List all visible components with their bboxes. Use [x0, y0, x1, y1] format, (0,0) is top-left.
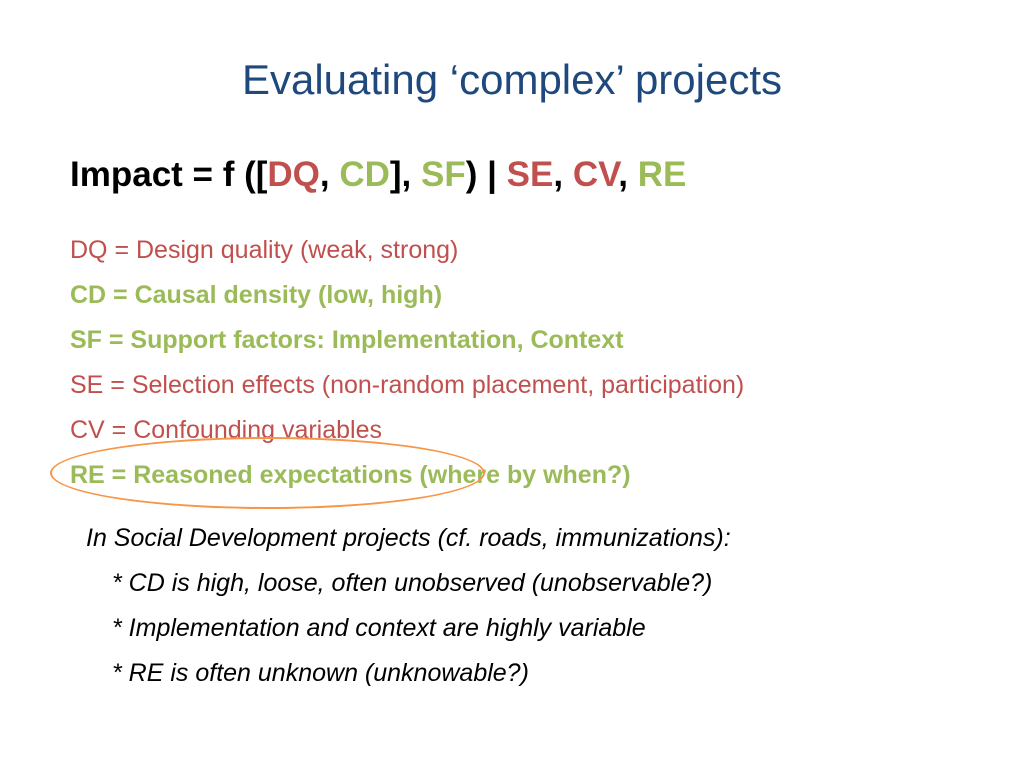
definition-cd: CD = Causal density (low, high) — [70, 281, 443, 309]
formula-cv: CV — [572, 155, 619, 194]
formula-sep: , — [618, 155, 638, 194]
definitions-list: DQ = Design quality (weak, strong) CD = … — [70, 228, 744, 498]
impact-formula: Impact = f ([DQ, CD], SF) | SE, CV, RE — [70, 152, 686, 198]
notes-item: * CD is high, loose, often unobserved (u… — [112, 569, 713, 597]
definition-sf: SF = Support factors: Implementation, Co… — [70, 326, 624, 354]
notes-item: * Implementation and context are highly … — [112, 614, 646, 642]
formula-sep: , — [553, 155, 573, 194]
formula-sf: SF — [421, 155, 466, 194]
definition-re: RE = Reasoned expectations (where by whe… — [70, 461, 631, 489]
formula-prefix: Impact = f ([ — [70, 155, 268, 194]
definition-dq: DQ = Design quality (weak, strong) — [70, 236, 459, 264]
notes-heading: In Social Development projects (cf. road… — [86, 524, 731, 552]
definition-se: SE = Selection effects (non-random place… — [70, 371, 745, 399]
definition-cv: CV = Confounding variables — [70, 416, 382, 444]
formula-re: RE — [637, 155, 687, 194]
formula-sep: ) | — [465, 155, 507, 194]
formula-se: SE — [506, 155, 554, 194]
formula-sep: ], — [389, 155, 422, 194]
formula-sep: , — [319, 155, 340, 194]
slide-title: Evaluating ‘complex’ projects — [241, 56, 783, 103]
notes-block: In Social Development projects (cf. road… — [86, 516, 731, 696]
notes-item: * RE is often unknown (unknowable?) — [112, 659, 529, 687]
formula-dq: DQ — [267, 155, 320, 194]
formula-cd: CD — [339, 155, 390, 194]
